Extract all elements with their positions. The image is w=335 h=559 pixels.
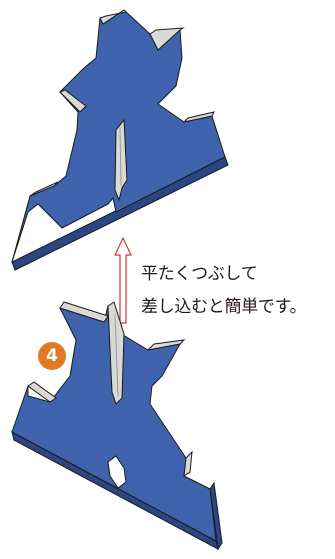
bottom-board-edge-right-notch	[146, 339, 186, 351]
top-board-edge-right-notch	[149, 27, 185, 51]
bottom-board-edge-left-step	[27, 381, 57, 403]
insert-arrow	[114, 237, 132, 324]
instruction-line-2: 差し込むと簡単です。	[141, 297, 307, 317]
step-number-badge: 4	[38, 342, 66, 370]
top-board-edge-right-step	[182, 111, 215, 123]
instruction-line-1: 平たくつぶして	[141, 264, 258, 284]
bottom-board-notch	[107, 455, 127, 489]
top-board-edge-left-notch	[59, 89, 87, 113]
top-board-piece	[11, 9, 229, 271]
bottom-board-edge-right-step	[183, 450, 193, 478]
bottom-board-piece	[11, 301, 223, 551]
top-board-edge-left-step	[29, 181, 59, 197]
top-board-edge-top	[99, 9, 128, 25]
insert-arrow-shape	[114, 237, 132, 324]
